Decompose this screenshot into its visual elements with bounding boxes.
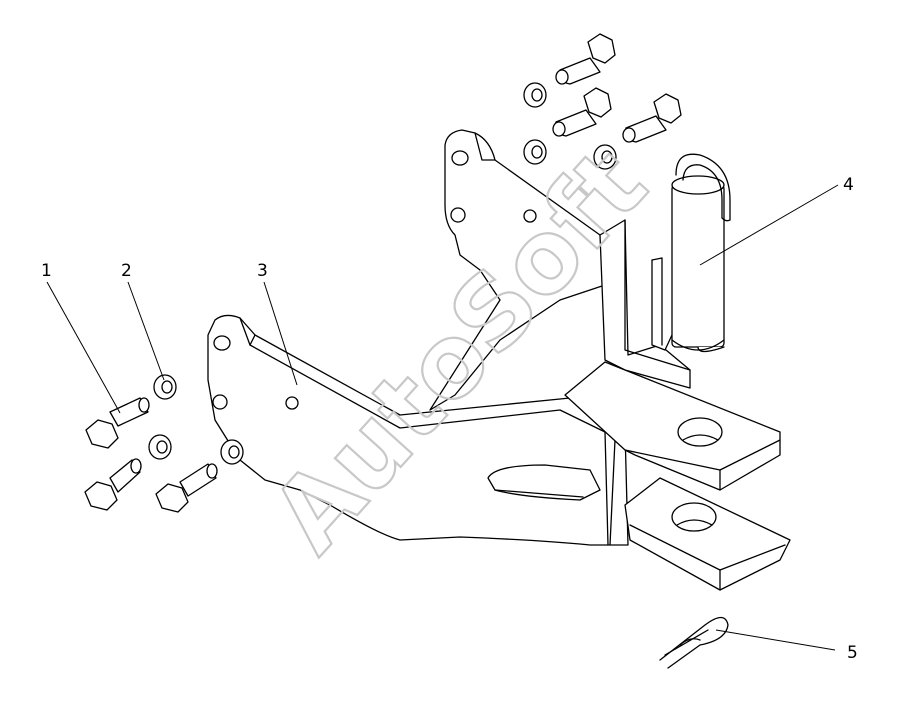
left-bolts-part-1 [84, 397, 218, 513]
washer-top-2 [523, 139, 547, 165]
callout-3: 3 [257, 261, 268, 281]
callout-2: 2 [121, 261, 132, 281]
callout-5: 5 [847, 643, 858, 663]
washer-left-2 [148, 434, 172, 460]
pin-part-4 [651, 153, 731, 353]
leader-lines [46, 184, 839, 651]
washer-top-3 [593, 144, 617, 170]
top-bolts [523, 33, 682, 170]
bracket-part-3 [207, 129, 791, 591]
left-washers-part-2 [148, 374, 244, 465]
washer-left-1 [153, 374, 177, 400]
bolt-top-3 [622, 93, 682, 143]
bolt-top-1 [555, 33, 616, 85]
bolt-left-1 [85, 397, 150, 449]
cotter-pin-part-5 [659, 616, 729, 669]
bolt-top-2 [552, 87, 612, 137]
bolt-left-2 [84, 458, 142, 511]
washer-left-3 [220, 439, 244, 465]
callout-4: 4 [843, 175, 854, 195]
callout-1: 1 [41, 261, 52, 281]
washer-top-1 [523, 82, 547, 108]
bolt-left-3 [155, 463, 218, 513]
